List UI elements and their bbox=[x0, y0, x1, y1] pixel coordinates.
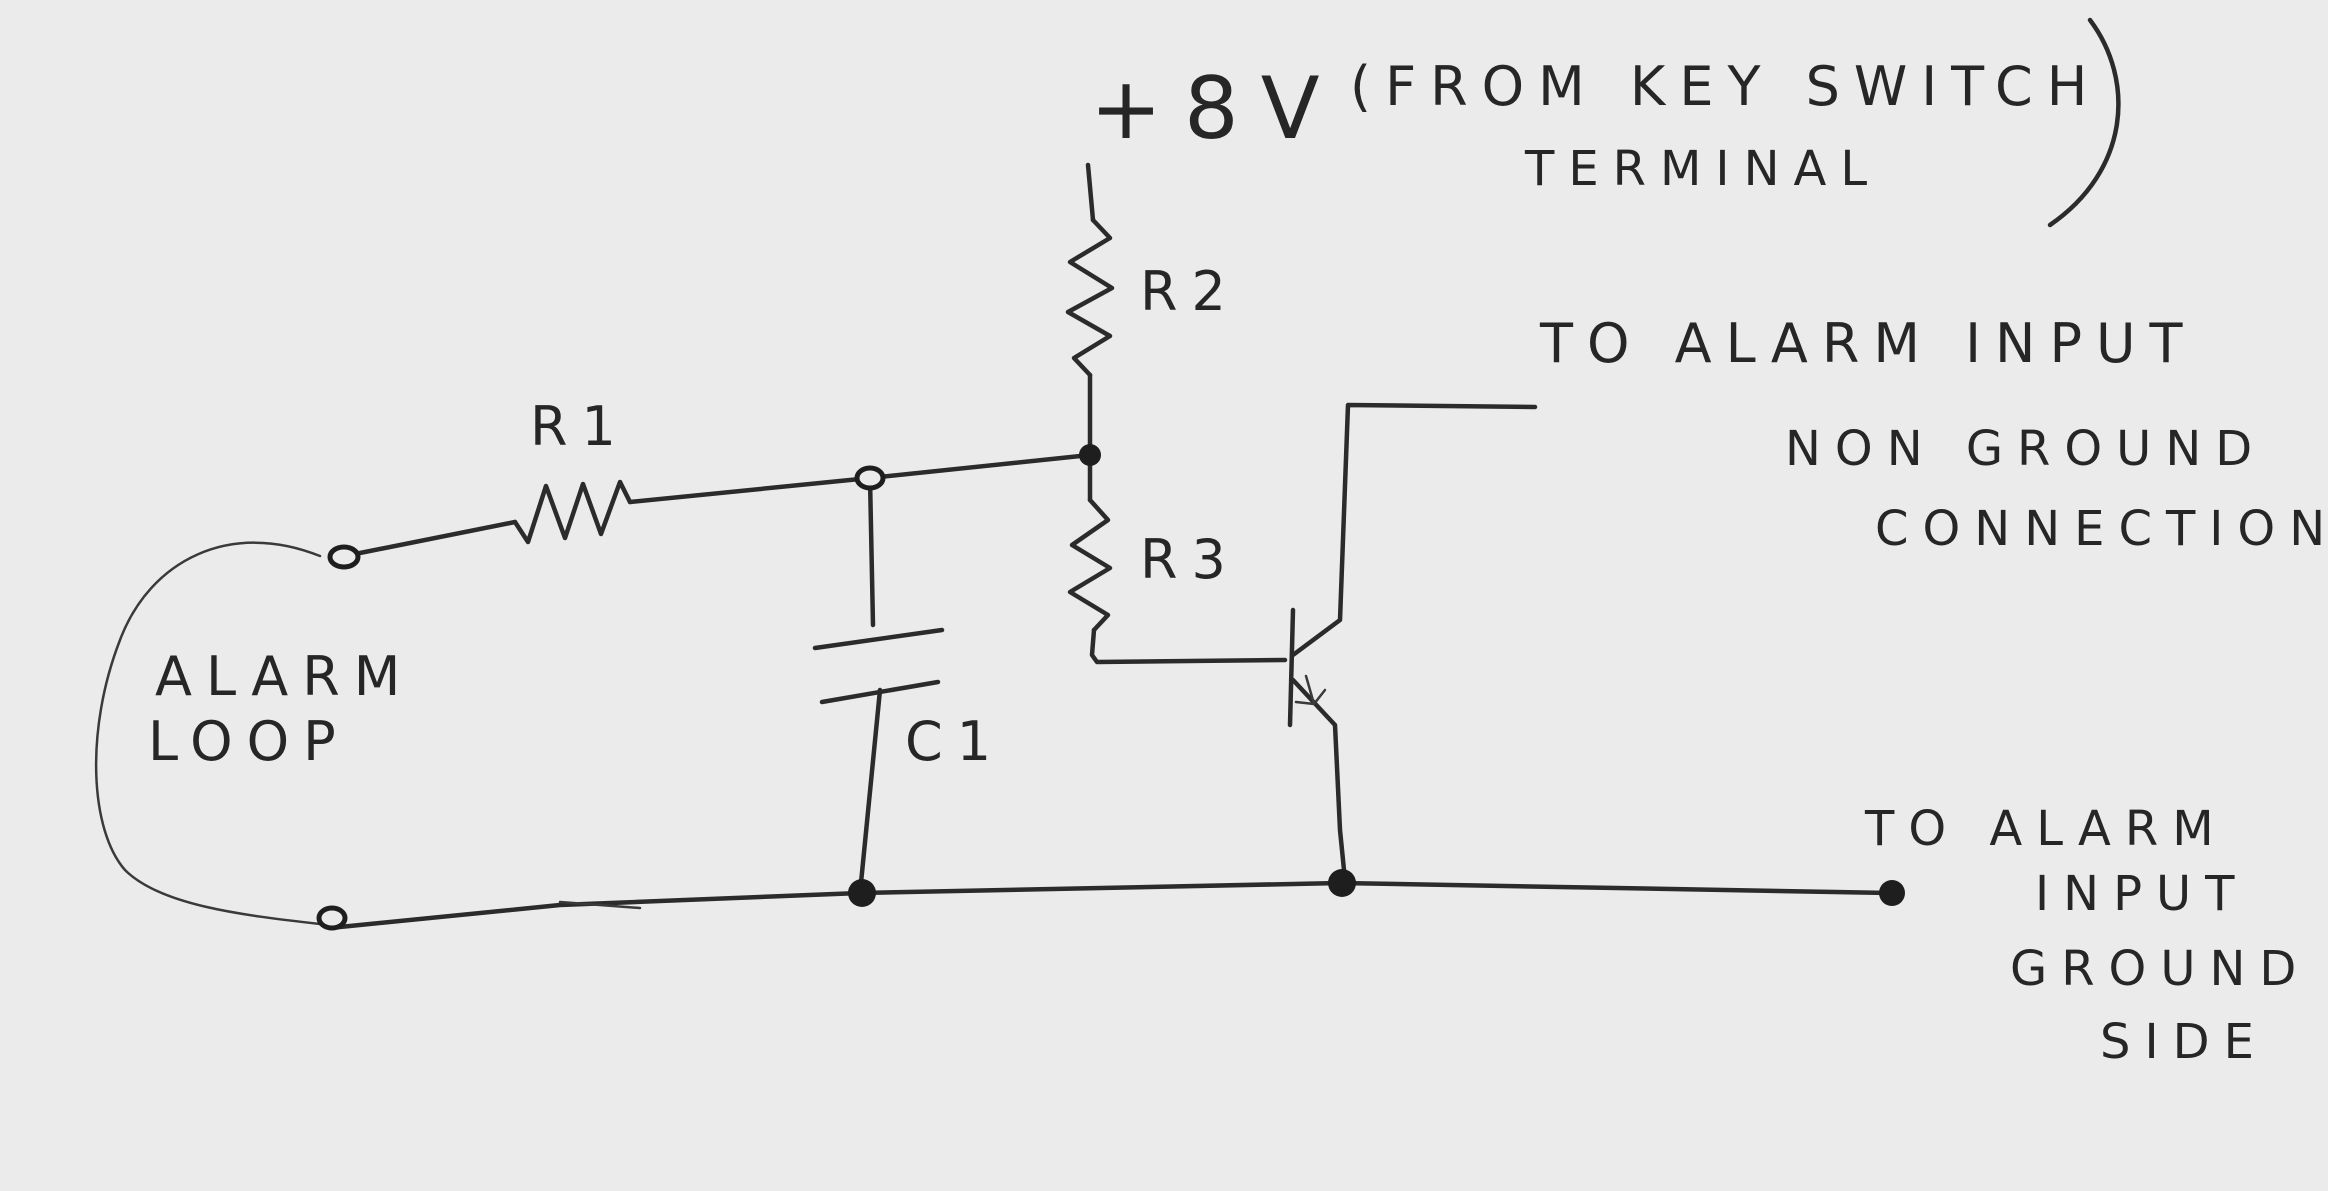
ground-rail-stroke-mark bbox=[558, 900, 642, 910]
supply-note-line1: (FROM KEY SWITCH bbox=[1350, 55, 2101, 118]
r1-c1-node bbox=[854, 465, 886, 491]
resistor-r2 bbox=[1065, 217, 1115, 378]
r2-label: R2 bbox=[1140, 260, 1240, 323]
ground-output-label-line4: SIDE bbox=[2100, 1014, 2268, 1070]
r3-label: R3 bbox=[1140, 528, 1240, 591]
wire-supply-to-r2 bbox=[1085, 162, 1096, 223]
ground-output-terminal bbox=[1879, 880, 1905, 906]
capacitor-c1-top-plate bbox=[812, 627, 945, 651]
supply-note-line2: TERMINAL bbox=[1524, 141, 1881, 197]
alarm-loop-wire bbox=[94, 541, 322, 926]
ground-output-label-line2: INPUT bbox=[2035, 866, 2248, 922]
wire-c1-bottom bbox=[857, 687, 883, 896]
nonground-output-label-line3: CONNECTION bbox=[1875, 501, 2328, 557]
r2-r3-junction-node bbox=[1079, 444, 1101, 466]
transistor-collector bbox=[1290, 402, 1538, 658]
ground-rail bbox=[327, 880, 1893, 931]
nonground-output-label-line2: NON GROUND bbox=[1785, 421, 2266, 477]
alarm-loop-label-line1: ALARM bbox=[155, 645, 414, 708]
resistor-r1 bbox=[512, 479, 633, 545]
emitter-arrow bbox=[1294, 674, 1327, 706]
alarm-loop-label-line2: LOOP bbox=[148, 710, 350, 773]
c1-ground-node bbox=[848, 879, 876, 907]
wire-loop-to-r1 bbox=[342, 519, 518, 559]
wire-r3-to-base bbox=[1089, 627, 1288, 665]
transistor-base-bar bbox=[1287, 607, 1296, 728]
supply-voltage-label: +8V bbox=[1090, 59, 1342, 159]
ground-output-label-line1: TO ALARM bbox=[1864, 801, 2228, 857]
emitter-ground-node bbox=[1328, 869, 1356, 897]
transistor-emitter bbox=[1290, 677, 1348, 883]
alarm-loop-bottom-terminal bbox=[316, 905, 348, 931]
c1-label: C1 bbox=[905, 710, 1005, 773]
ground-output-label-line3: GROUND bbox=[2010, 941, 2310, 997]
alarm-loop-top-terminal bbox=[327, 544, 361, 570]
r1-label: R1 bbox=[530, 395, 630, 458]
supply-note-closing-paren bbox=[2047, 17, 2121, 228]
resistor-r3 bbox=[1067, 497, 1113, 633]
nonground-output-label-line1: TO ALARM INPUT bbox=[1539, 312, 2197, 375]
wire-c1-top bbox=[867, 475, 876, 628]
